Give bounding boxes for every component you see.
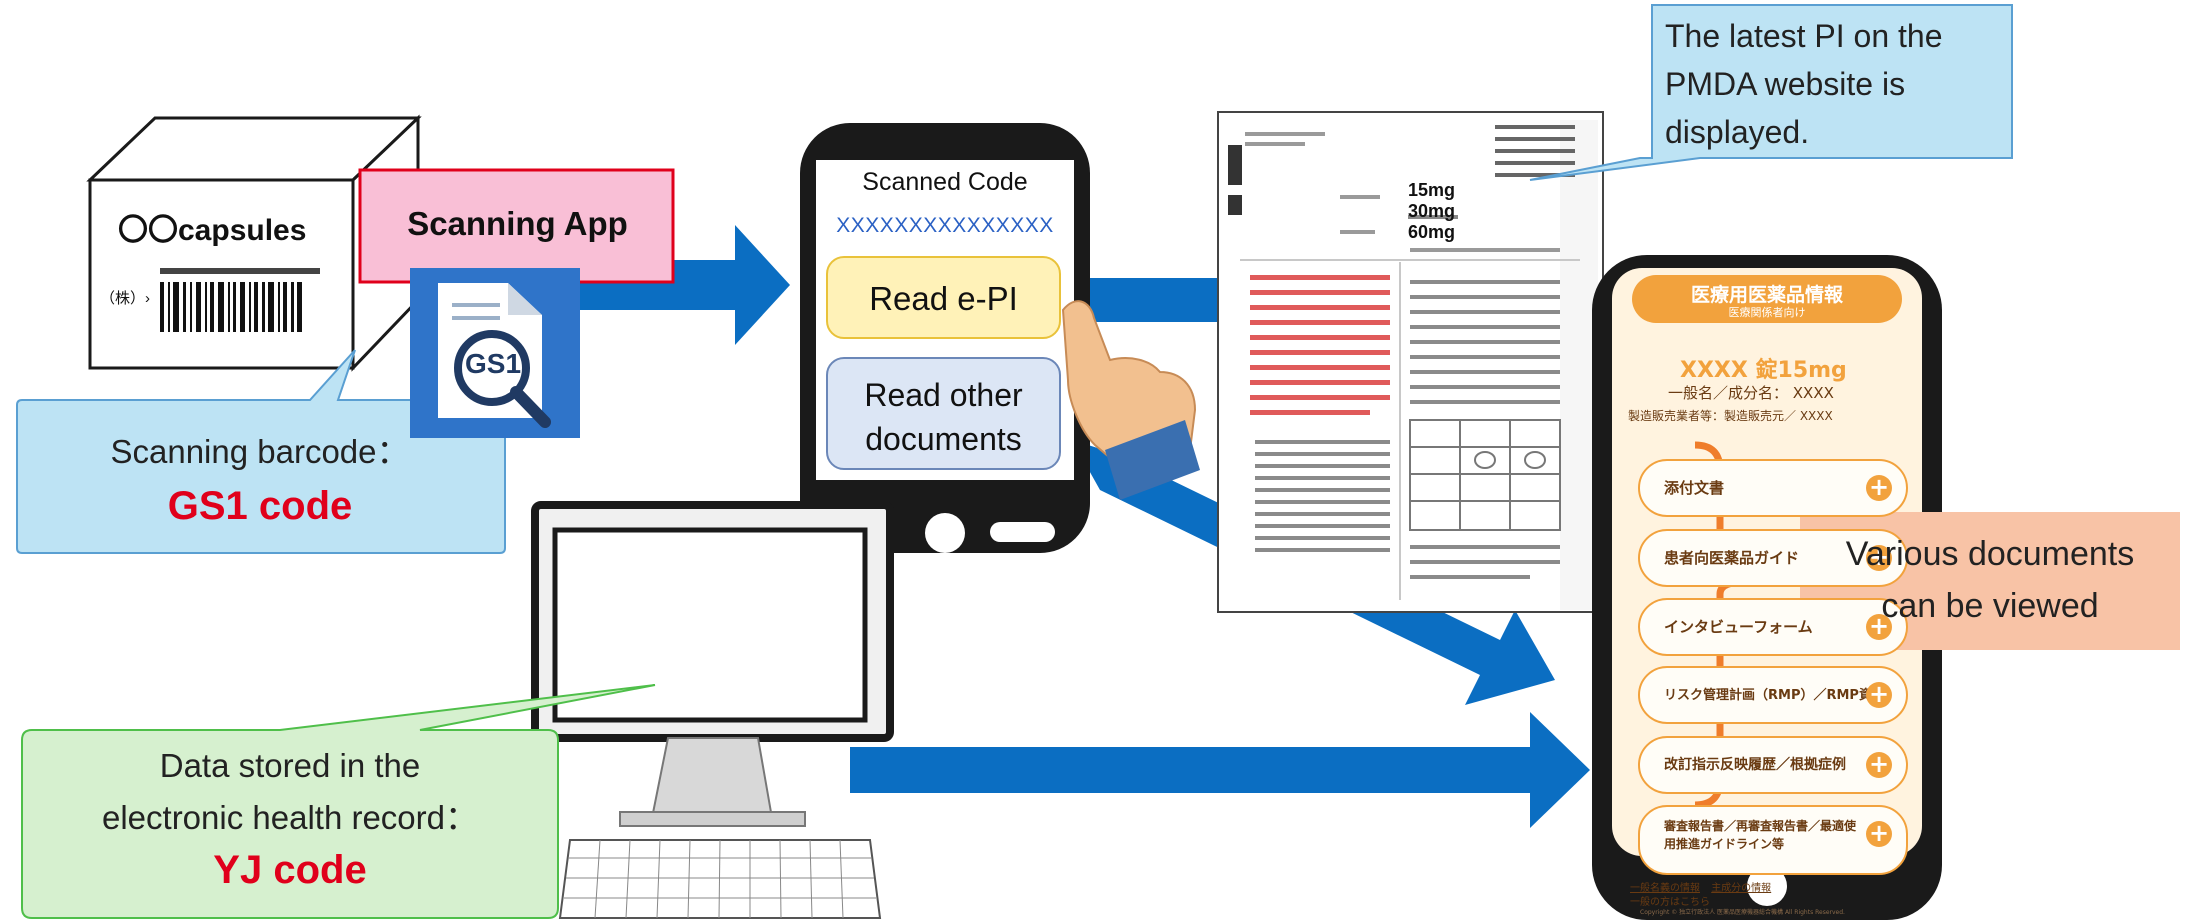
plus-icon: +	[1866, 545, 1892, 571]
doc-item-interview-form[interactable]: インタビューフォーム +	[1638, 598, 1908, 656]
plus-icon: +	[1866, 682, 1892, 708]
various-line2: can be viewed	[1881, 587, 2099, 625]
doc-item-label: インタビューフォーム	[1664, 618, 1813, 636]
box-product-name: 〇〇capsules	[118, 214, 307, 247]
pi-document	[1217, 111, 1604, 613]
computer	[531, 501, 894, 919]
pi-dose-2: 30mg	[1408, 201, 1456, 221]
doc-item-label: リスク管理計画（RMP）／RMP資材	[1664, 688, 1885, 703]
footer-link-1[interactable]: 一般名義の情報	[1630, 883, 1700, 894]
gs1-logo-text: GS1	[464, 348, 522, 379]
right-phone-generic-name: 一般名／成分名： XXXX	[1668, 384, 1834, 402]
read-other-line1: Read other	[864, 377, 1023, 413]
doc-item-review-reports[interactable]: 審査報告書／再審査報告書／最適使用推進ガイドライン等 +	[1638, 805, 1908, 875]
doc-item-rmp[interactable]: リスク管理計画（RMP）／RMP資材+	[1638, 666, 1908, 724]
right-phone-product: XXXX 錠15mg	[1680, 358, 1847, 383]
doc-item-label: 患者向医薬品ガイド	[1664, 549, 1800, 567]
right-phone-marketer: 製造販売業者等：製造販売元／ XXXX	[1628, 409, 1833, 423]
scanning-barcode-label: Scanning barcode：	[110, 433, 410, 470]
plus-icon: +	[1866, 475, 1892, 501]
pmda-line2: PMDA website is	[1665, 66, 1906, 102]
read-other-line2: documents	[865, 421, 1022, 457]
pi-dose-1: 15mg	[1408, 180, 1456, 200]
hand-pointer	[1061, 300, 1200, 500]
doc-item-label: 審査報告書／再審査報告書／最適使用推進ガイドライン等	[1664, 819, 1857, 851]
yj-code-label: YJ code	[213, 848, 367, 892]
various-line1: Various documents	[1845, 535, 2135, 573]
pmda-header-title: 医療用医薬品情報	[1690, 284, 1843, 306]
read-other-documents-button[interactable]: Read other documents	[826, 357, 1061, 470]
doc-item-patient-guide[interactable]: 患者向医薬品ガイド +	[1638, 529, 1908, 587]
pmda-line1: The latest PI on the	[1665, 18, 1943, 54]
right-phone-copyright: Copyright © 独立行政法人 医薬品医療機器総合機構 All Right…	[1640, 909, 1845, 916]
plus-icon: +	[1866, 821, 1892, 847]
arrow-box-to-phone	[570, 225, 790, 345]
doc-item-label: 改訂指示反映履歴／根拠症例	[1664, 757, 1846, 773]
doc-item-label: 添付文書	[1664, 479, 1725, 497]
barcode	[160, 268, 320, 332]
gs1-code-label: GS1 code	[167, 484, 353, 528]
footer-link-3[interactable]: 一般の方はこちら	[1630, 897, 1710, 908]
scanned-code-label: Scanned Code	[862, 168, 1028, 196]
gs1-logo	[410, 268, 580, 438]
pi-dose-3: 60mg	[1408, 222, 1456, 242]
read-epi-button[interactable]: Read e-PI	[826, 256, 1061, 339]
pmda-callout-text: The latest PI on the PMDA website is dis…	[1665, 12, 1943, 156]
plus-icon: +	[1866, 752, 1892, 778]
ehr-line2: electronic health record：	[101, 799, 479, 836]
pi-doses: 15mg 30mg 60mg	[1408, 180, 1455, 243]
footer-link-2[interactable]: 主成分の情報	[1711, 883, 1772, 894]
ehr-callout-text: Data stored in the electronic health rec…	[25, 740, 555, 896]
box-company-mark: （株）›	[100, 290, 150, 307]
plus-icon: +	[1866, 614, 1892, 640]
scanning-app-label: Scanning App	[407, 205, 628, 242]
ehr-line1: Data stored in the	[159, 747, 421, 784]
arrow-phone-to-document	[1060, 248, 1335, 352]
doc-item-package-insert[interactable]: 添付文書 +	[1638, 459, 1908, 517]
arrow-computer-to-right-phone	[850, 712, 1590, 828]
pmda-header-sub: 医療関係者向け	[1728, 306, 1806, 319]
scanned-code-value: XXXXXXXXXXXXXXX	[836, 214, 1054, 237]
footer-links-row: 一般名義の情報 主成分の情報	[1630, 879, 1771, 894]
ehr-callout-shape	[21, 684, 656, 919]
various-callout-text: Various documents can be viewed	[1800, 528, 2180, 632]
pmda-line3: displayed.	[1665, 114, 1810, 150]
pmda-callout-shape	[1529, 4, 2013, 181]
doc-item-revision-history[interactable]: 改訂指示反映履歴／根拠症例 +	[1638, 736, 1908, 794]
